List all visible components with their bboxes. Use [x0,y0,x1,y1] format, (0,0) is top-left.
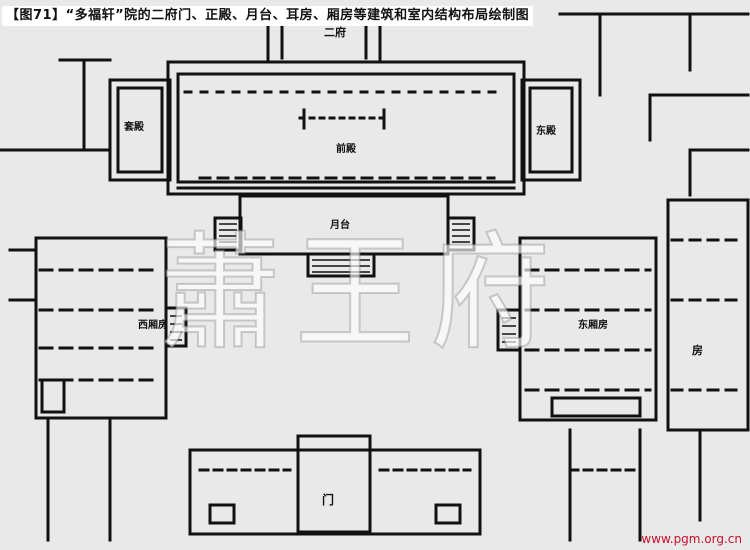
label-east-wing: 东厢房 [578,318,608,331]
west-ear-room [108,78,172,182]
steps [170,223,516,343]
south-gate [188,448,482,536]
label-far-east: 房 [692,343,703,357]
source-url: www.pgm.org.cn [641,532,742,546]
far-east-building [666,198,750,432]
label-west-wing: 西厢房 [138,318,168,331]
label-west-ear: 套殿 [123,120,145,133]
label-south-gate: 门 [322,492,334,507]
plan-walls [0,12,750,542]
figure-caption: 【图71】“多福轩”院的二府门、正殿、月台、耳房、厢房等建筑和室内结构布局绘制图 [2,6,534,26]
label-east-ear: 东殿 [536,124,557,137]
label-main-hall: 前殿 [336,142,357,155]
label-gate: 二府 [324,25,346,39]
label-terrace: 月台 [329,218,350,231]
east-ear-room [520,78,582,182]
